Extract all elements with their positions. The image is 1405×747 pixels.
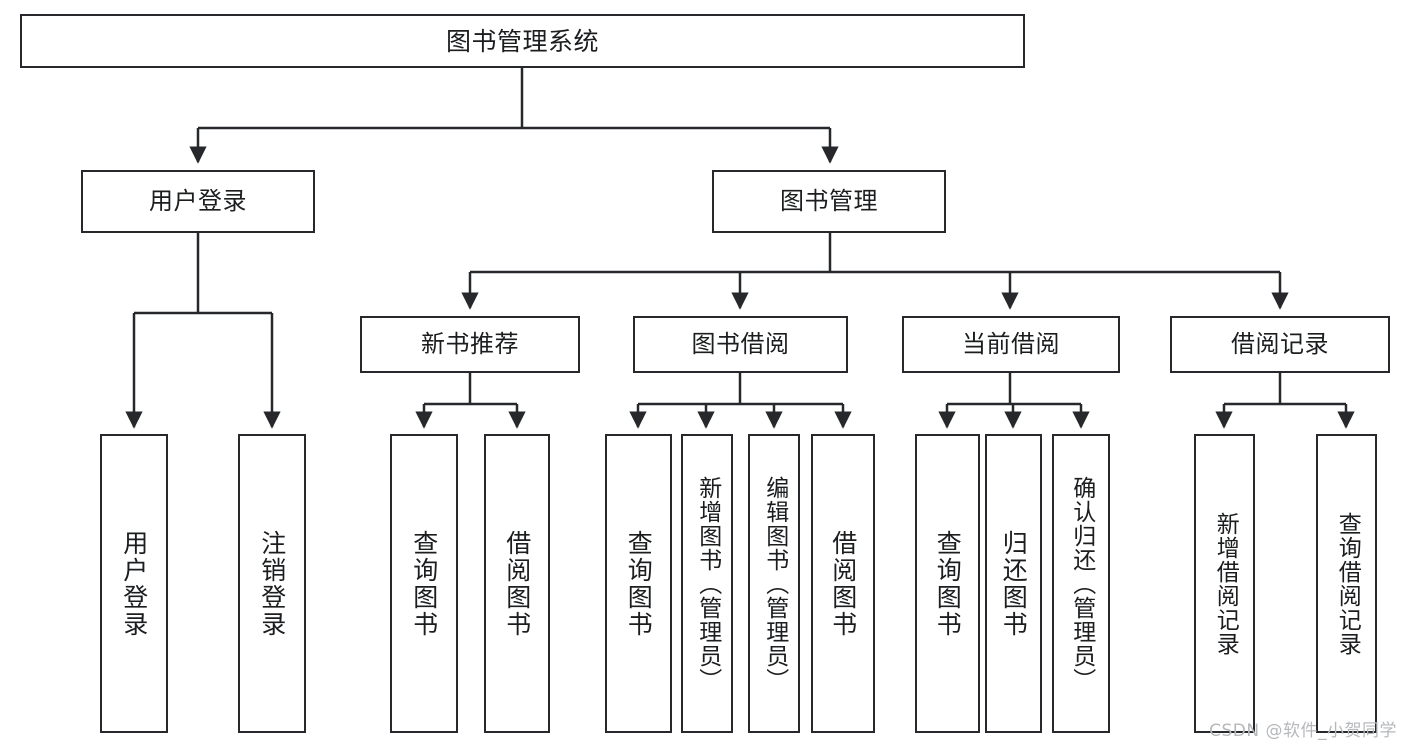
node-leaf-user-login-label: 用户登录: [119, 529, 149, 638]
node-leaf-confirm-return-label: 确认归还（管理员）: [1068, 475, 1095, 692]
node-borrow-record[interactable]: 借阅记录: [1170, 316, 1390, 373]
node-leaf-add-record-label: 新增借阅记录: [1212, 511, 1239, 656]
node-leaf-borrow-book-2[interactable]: 借阅图书: [811, 434, 875, 733]
node-leaf-logout[interactable]: 注销登录: [238, 434, 306, 733]
node-book-borrow[interactable]: 图书借阅: [633, 316, 848, 373]
node-borrow-record-label: 借阅记录: [1231, 329, 1329, 358]
node-current-borrow[interactable]: 当前借阅: [902, 316, 1120, 373]
node-leaf-add-record[interactable]: 新增借阅记录: [1194, 434, 1255, 733]
node-leaf-query-record-label: 查询借阅记录: [1334, 511, 1361, 656]
node-leaf-borrow-book-2-label: 借阅图书: [828, 529, 858, 638]
node-leaf-query-record[interactable]: 查询借阅记录: [1316, 434, 1377, 733]
node-leaf-query-book-2[interactable]: 查询图书: [605, 434, 672, 733]
node-leaf-return-book-label: 归还图书: [999, 529, 1029, 638]
node-leaf-logout-label: 注销登录: [257, 529, 287, 638]
node-leaf-edit-book-label: 编辑图书（管理员）: [761, 475, 788, 692]
node-new-book-rec-label: 新书推荐: [421, 329, 519, 358]
node-new-book-rec[interactable]: 新书推荐: [360, 316, 580, 373]
node-book-borrow-label: 图书借阅: [691, 329, 790, 358]
watermark: CSDN @软件_小贺同学: [1209, 721, 1397, 741]
node-leaf-confirm-return[interactable]: 确认归还（管理员）: [1052, 434, 1110, 733]
node-leaf-query-book-3[interactable]: 查询图书: [915, 434, 980, 733]
node-leaf-query-book-1-label: 查询图书: [409, 529, 439, 638]
node-root-label: 图书管理系统: [445, 26, 599, 56]
node-leaf-user-login[interactable]: 用户登录: [100, 434, 168, 733]
node-leaf-return-book[interactable]: 归还图书: [985, 434, 1042, 733]
node-leaf-query-book-3-label: 查询图书: [933, 529, 963, 638]
node-leaf-borrow-book-1[interactable]: 借阅图书: [484, 434, 550, 733]
node-user-login[interactable]: 用户登录: [81, 170, 315, 233]
node-leaf-add-book[interactable]: 新增图书（管理员）: [681, 434, 733, 733]
node-leaf-query-book-1[interactable]: 查询图书: [390, 434, 458, 733]
node-leaf-borrow-book-1-label: 借阅图书: [502, 529, 532, 638]
node-book-manage-label: 图书管理: [780, 186, 878, 215]
node-root[interactable]: 图书管理系统: [20, 14, 1025, 68]
node-user-login-label: 用户登录: [149, 186, 247, 215]
node-current-borrow-label: 当前借阅: [962, 329, 1060, 358]
node-leaf-add-book-label: 新增图书（管理员）: [694, 475, 721, 692]
node-leaf-query-book-2-label: 查询图书: [624, 529, 654, 638]
node-book-manage[interactable]: 图书管理: [712, 170, 946, 233]
node-leaf-edit-book[interactable]: 编辑图书（管理员）: [748, 434, 800, 733]
